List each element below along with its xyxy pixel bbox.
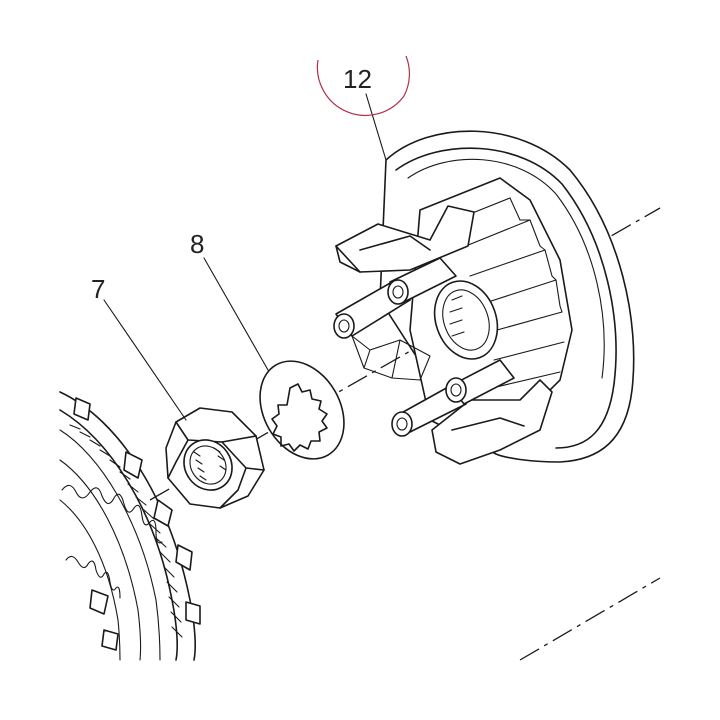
clutch-plate-pack bbox=[59, 391, 201, 661]
callout-highlight-circle bbox=[316, 55, 410, 117]
lock-washer bbox=[259, 360, 345, 460]
callout-8: 8 bbox=[190, 229, 204, 259]
callout-12: 12 bbox=[343, 64, 372, 94]
callout-7: 7 bbox=[91, 274, 105, 304]
hex-nut bbox=[165, 407, 265, 509]
leader-lines bbox=[103, 93, 387, 421]
clutch-hub bbox=[333, 130, 635, 465]
